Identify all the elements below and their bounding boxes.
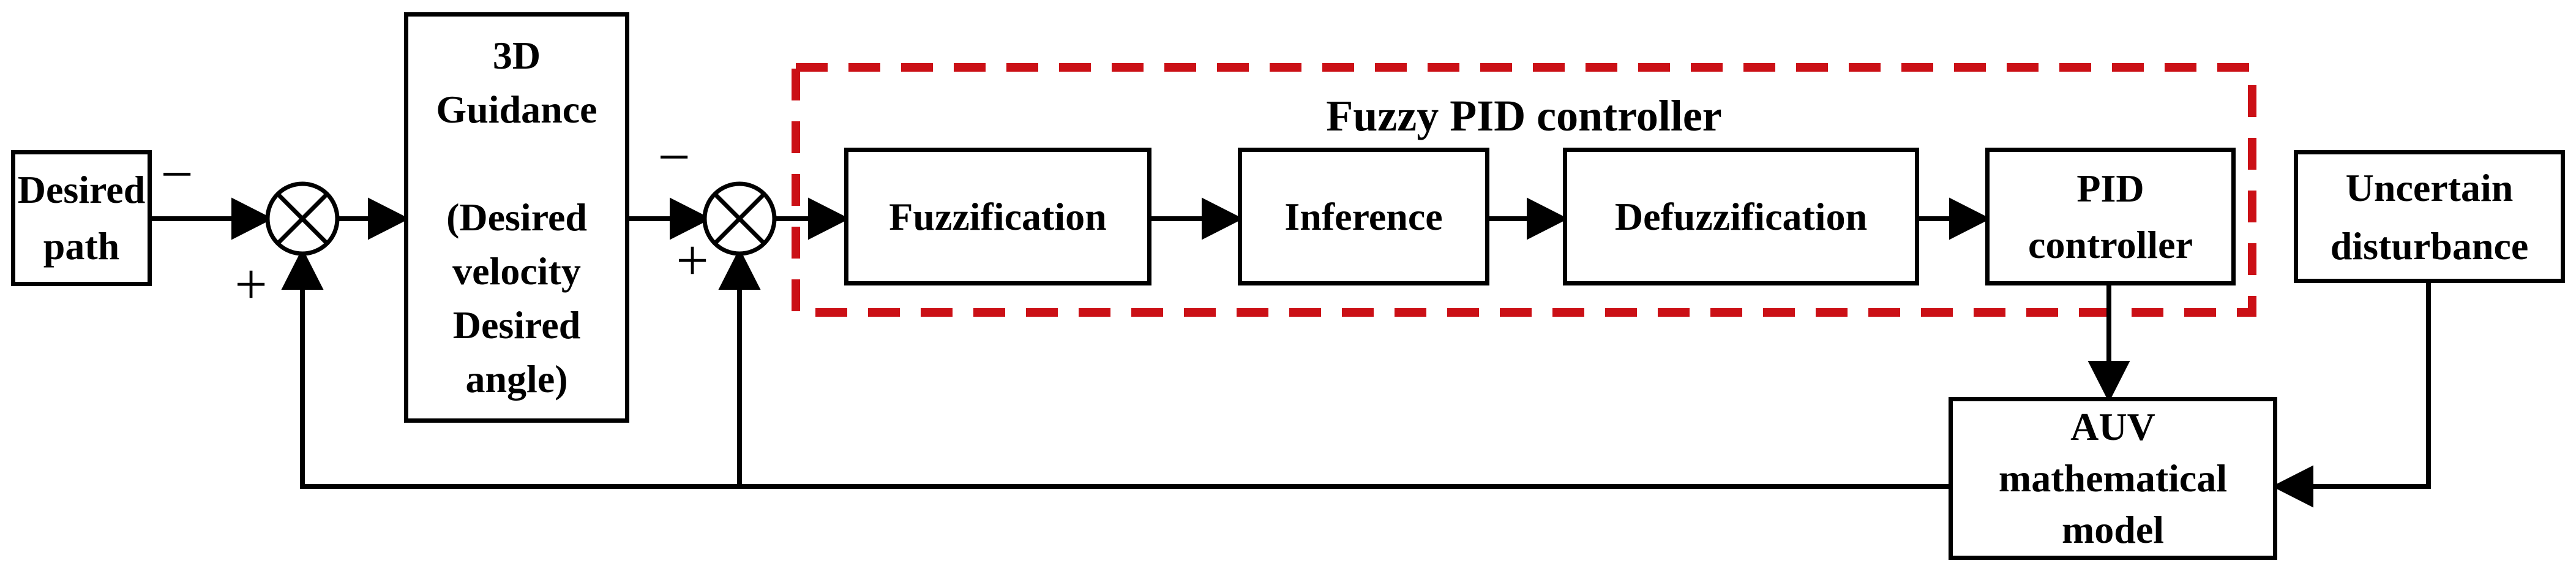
inference-box: Inference — [1238, 148, 1489, 285]
junction1-minus-sign: − — [160, 142, 193, 206]
feedback-riser-junction2 — [718, 248, 761, 486]
arrow-junction1-to-guidance — [337, 197, 410, 240]
fuzzy-pid-dashed-frame — [792, 63, 2256, 317]
pid-controller-box: PID controller — [1985, 148, 2236, 285]
arrow-guidance-to-junction2 — [629, 197, 711, 240]
junction1-plus-sign: + — [234, 252, 268, 317]
fuzzy-pid-title: Fuzzy PID controller — [1326, 91, 1722, 140]
arrow-disturbance-to-auv — [2272, 283, 2431, 508]
uncertain-disturbance-box: Uncertain disturbance — [2294, 150, 2565, 283]
junction2-minus-sign: − — [657, 124, 691, 189]
defuzzification-box: Defuzzification — [1563, 148, 1919, 285]
arrow-desired-to-junction1 — [152, 197, 273, 240]
arrow-fuzzification-to-inference — [1151, 197, 1243, 240]
feedback-line — [281, 248, 1949, 489]
junction2-plus-sign: + — [676, 228, 709, 293]
desired-path-box: Desired path — [11, 150, 152, 286]
auv-model-box: AUV mathematical model — [1949, 397, 2277, 560]
arrow-defuzzification-to-pid — [1919, 197, 1991, 240]
arrow-junction2-to-fuzzification — [774, 197, 850, 240]
fuzzification-box: Fuzzification — [844, 148, 1151, 285]
guidance-box: 3D Guidance (Desired velocity Desired an… — [404, 12, 629, 423]
sum-junction-2 — [702, 181, 777, 256]
arrow-pid-to-auv — [2087, 285, 2130, 402]
arrow-inference-to-defuzzification — [1489, 197, 1568, 240]
sum-junction-1 — [265, 181, 340, 256]
